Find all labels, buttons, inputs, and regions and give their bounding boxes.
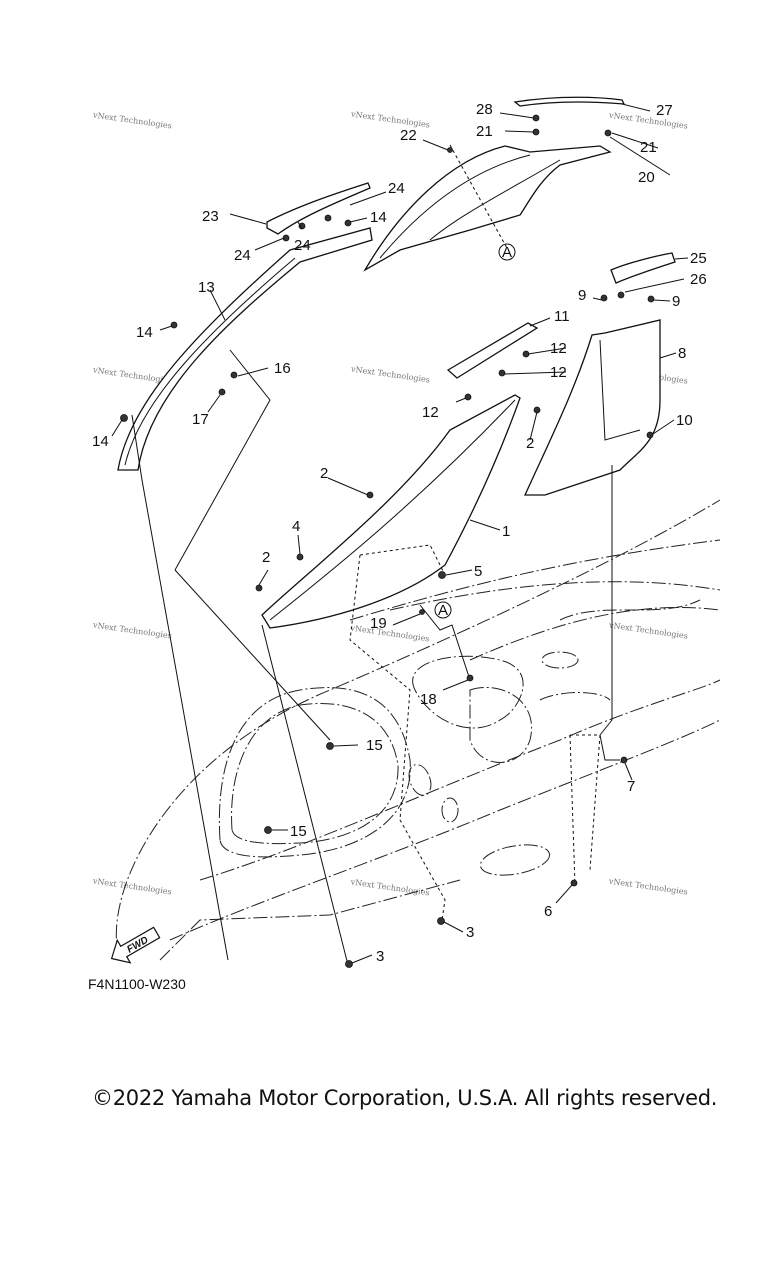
callout-16: 16 bbox=[274, 360, 291, 377]
watermark: vNext Technologies bbox=[349, 623, 430, 643]
watermark: vNext Technologies bbox=[350, 364, 431, 384]
callout-21: 21 bbox=[640, 139, 657, 156]
leader-lines bbox=[131, 144, 620, 966]
watermark: vNext Technologies bbox=[91, 876, 172, 896]
part-27-cover bbox=[513, 96, 626, 107]
callout-13: 13 bbox=[198, 279, 215, 296]
callouts: 1 2 2 2 3 3 4 5 6 7 8 9 9 10 11 12 12 12… bbox=[92, 101, 707, 965]
callout-12: 12 bbox=[422, 404, 439, 421]
part-20-panel bbox=[363, 145, 612, 272]
forward-arrow: FWD bbox=[110, 926, 161, 964]
callout-11: 11 bbox=[554, 308, 570, 325]
watermark: vNext Technologies bbox=[350, 109, 431, 129]
callout-19: 19 bbox=[370, 615, 387, 632]
callout-22: 22 bbox=[400, 127, 417, 144]
reference-marker-a: A bbox=[434, 601, 452, 619]
callout-9: 9 bbox=[578, 287, 586, 304]
callout-18: 18 bbox=[420, 691, 437, 708]
callout-7: 7 bbox=[627, 778, 635, 795]
part-25-trim bbox=[610, 252, 676, 284]
watermark: vNext Technologies bbox=[607, 111, 688, 131]
callout-9: 9 bbox=[672, 293, 680, 310]
callout-2: 2 bbox=[320, 465, 328, 482]
callout-2: 2 bbox=[262, 549, 270, 566]
part-23-trim bbox=[266, 182, 371, 235]
callout-25: 25 bbox=[690, 250, 707, 267]
callout-6: 6 bbox=[544, 903, 552, 920]
diagram-code: F4N1100-W230 bbox=[88, 976, 186, 992]
copyright-notice: ©2022 Yamaha Motor Corporation, U.S.A. A… bbox=[92, 1086, 718, 1110]
callout-14: 14 bbox=[92, 433, 109, 450]
callout-4: 4 bbox=[292, 518, 300, 535]
callout-1: 1 bbox=[502, 523, 510, 540]
svg-text:A: A bbox=[502, 244, 512, 261]
fasteners bbox=[120, 114, 655, 968]
part-13-rail bbox=[117, 227, 373, 471]
forward-arrow-label: FWD bbox=[125, 935, 150, 956]
watermark: vNext Technologies bbox=[91, 110, 172, 130]
watermark: vNext Technologies bbox=[349, 877, 430, 897]
callout-21: 21 bbox=[476, 123, 493, 140]
watermark: vNext Technologies bbox=[607, 876, 688, 896]
svg-text:A: A bbox=[438, 602, 448, 619]
callout-24: 24 bbox=[388, 180, 405, 197]
callout-12: 12 bbox=[550, 340, 567, 357]
watermark: vNext Technologies bbox=[607, 621, 688, 641]
callout-leaders bbox=[111, 103, 689, 964]
callout-28: 28 bbox=[476, 101, 493, 118]
callout-5: 5 bbox=[474, 563, 482, 580]
callout-15: 15 bbox=[290, 823, 307, 840]
callout-3: 3 bbox=[466, 924, 474, 941]
callout-27: 27 bbox=[656, 102, 673, 119]
watermark: vNext Technologies bbox=[91, 620, 172, 640]
callout-24: 24 bbox=[234, 247, 251, 264]
callout-15: 15 bbox=[366, 737, 383, 754]
callout-2: 2 bbox=[526, 435, 534, 452]
hull-outline bbox=[115, 499, 721, 961]
callout-26: 26 bbox=[690, 271, 707, 288]
part-1-panel bbox=[261, 394, 521, 629]
callout-20: 20 bbox=[638, 169, 655, 186]
callout-8: 8 bbox=[678, 345, 686, 362]
reference-marker-a: A bbox=[498, 243, 516, 261]
callout-10: 10 bbox=[676, 412, 693, 429]
callout-23: 23 bbox=[202, 208, 219, 225]
callout-14: 14 bbox=[370, 209, 387, 226]
callout-17: 17 bbox=[192, 411, 209, 428]
part-8-panel bbox=[523, 319, 661, 496]
callout-14: 14 bbox=[136, 324, 153, 341]
callout-3: 3 bbox=[376, 948, 384, 965]
part-11-trim bbox=[446, 322, 539, 379]
callout-12: 12 bbox=[550, 364, 567, 381]
callout-24: 24 bbox=[294, 237, 311, 254]
